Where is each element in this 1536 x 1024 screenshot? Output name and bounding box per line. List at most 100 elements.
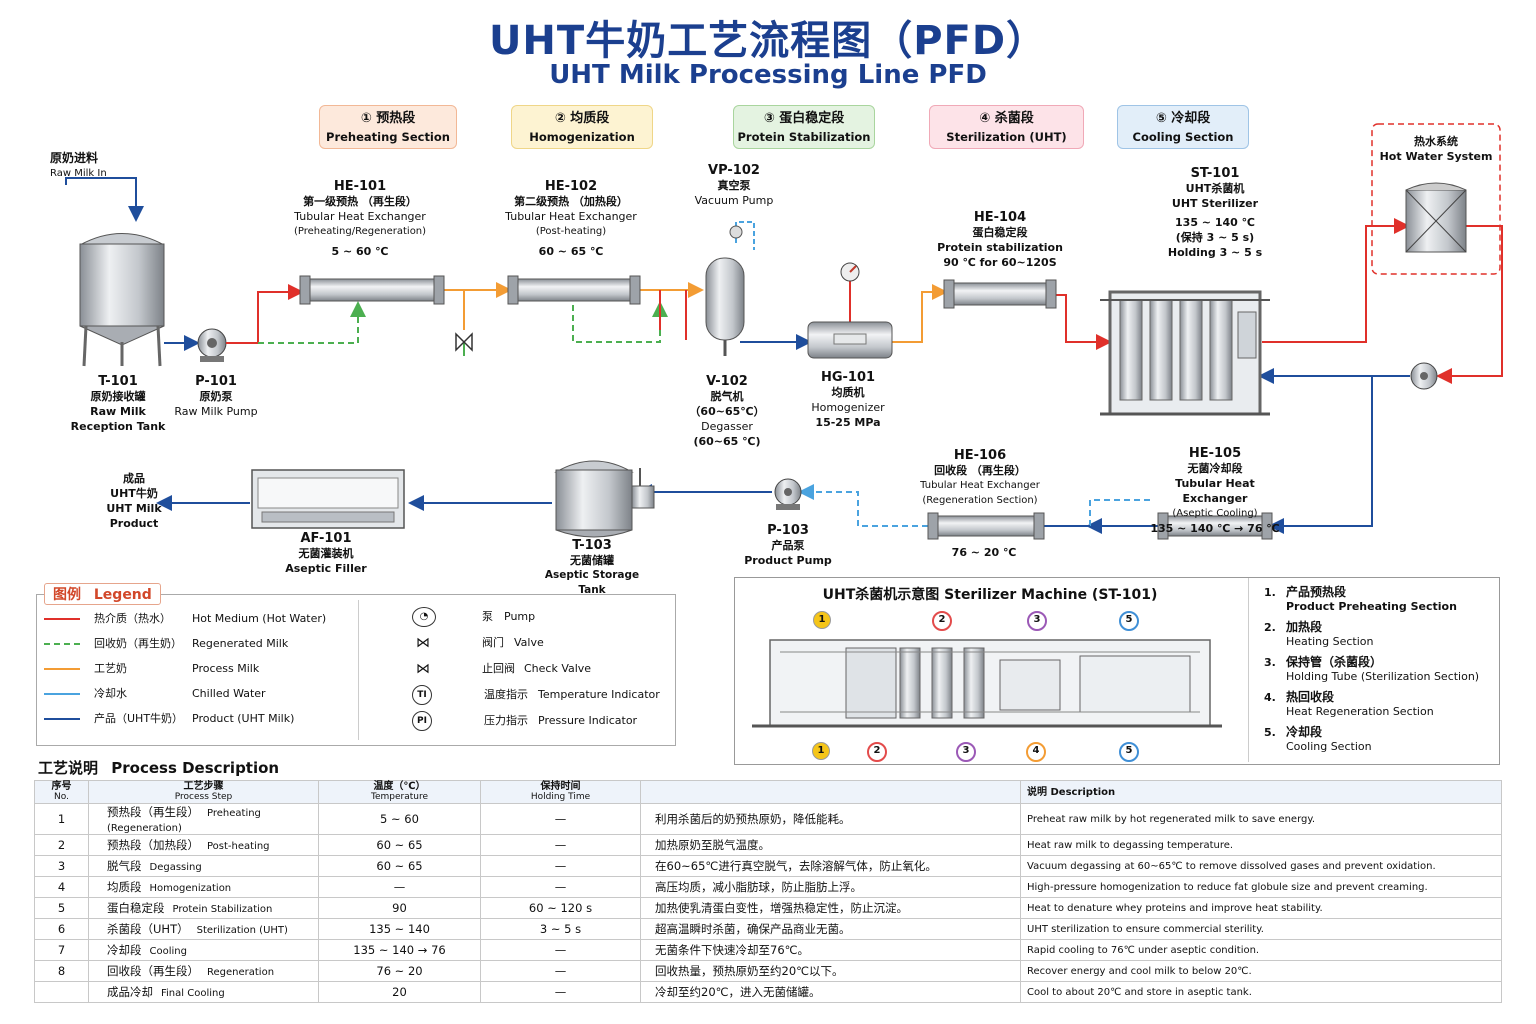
- row-step: 杀菌段（UHT）Sterilization (UHT): [88, 918, 319, 940]
- row-step-cn: 蛋白稳定段: [107, 901, 165, 915]
- legend-line-samples: [44, 618, 80, 720]
- marker-5-top: 5: [1119, 611, 1139, 631]
- legend-cn: 工艺奶: [94, 662, 127, 675]
- p103-en: Product Pump: [744, 554, 832, 567]
- he106-en1: Tubular Heat Exchanger: [920, 480, 1040, 491]
- marker-2-top: 2: [932, 611, 952, 631]
- marker-3-bottom: 3: [956, 742, 976, 762]
- he106-tag: HE-106: [953, 448, 1007, 463]
- af101-tag: AF-101: [300, 531, 352, 546]
- row-step-en: Cooling: [149, 946, 187, 957]
- section-cn: ③ 蛋白稳定段: [763, 111, 845, 126]
- row-temp: 90: [318, 897, 481, 919]
- p101-en: Raw Milk Pump: [174, 405, 258, 418]
- he102-label: HE-102 第二级预热 （加热段） Tubular Heat Exchange…: [494, 179, 648, 259]
- row-step-cn: 预热段（加热段）: [107, 838, 199, 852]
- p101-label: P-101 原奶泵 Raw Milk Pump: [170, 374, 262, 419]
- legend-symbol-cn: 止回阀: [482, 662, 515, 675]
- row-hold: —: [480, 855, 641, 877]
- he104-cn: 蛋白稳定段: [972, 226, 1028, 239]
- page-title: UHT牛奶工艺流程图（PFD）: [488, 18, 1048, 64]
- row-temp: 5 ~ 60: [318, 803, 481, 835]
- header-hold-cn: 保持时间: [540, 781, 581, 792]
- heat-exchanger-he104: [943, 279, 1057, 309]
- item-cn: 产品预热段: [1286, 585, 1347, 599]
- he101-label: HE-101 第一级预热 （再生段） Tubular Heat Exchange…: [282, 179, 438, 259]
- section-en: Preheating Section: [326, 130, 450, 144]
- sterilizer-machine-sketch: [752, 639, 1222, 728]
- he104-label: HE-104 蛋白稳定段 Protein stabilization 90 ℃ …: [936, 210, 1064, 270]
- row-no: [34, 981, 89, 1003]
- legend-divider: [358, 600, 359, 740]
- row-temp: 76 ~ 20: [318, 960, 481, 982]
- legend-symbol-cn: 压力指示: [484, 714, 528, 727]
- hot-water-system-label: 热水系统 Hot Water System: [1378, 134, 1494, 164]
- heat-exchanger-he106: [927, 512, 1045, 540]
- heat-exchanger-he102: [507, 275, 641, 305]
- raw-milk-in-line: [65, 177, 144, 222]
- v102-label: V-102 脱气机 （60~65℃） Degasser (60~65 ℃): [674, 374, 780, 449]
- section-en: Protein Stabilization: [737, 130, 871, 144]
- row-hold: —: [480, 803, 641, 835]
- row-desc-en: Heat raw milk to degassing temperature.: [1020, 834, 1502, 856]
- af101-label: AF-101 无菌灌装机 Aseptic Filler: [280, 531, 372, 576]
- process-heading-en: Process Description: [111, 759, 280, 777]
- row-step-cn: 杀菌段（UHT）: [107, 922, 189, 936]
- legend-en: Hot Medium (Hot Water): [192, 612, 327, 625]
- he101-en1: Tubular Heat Exchanger: [294, 210, 426, 223]
- row-hold: 60 ~ 120 s: [480, 897, 641, 919]
- marker-5-bottom: 5: [1119, 742, 1139, 762]
- p101-cn: 原奶泵: [199, 390, 233, 403]
- legend-title-en: Legend: [93, 587, 152, 603]
- row-hold: —: [480, 939, 641, 961]
- section-homogenization: ② 均质段 Homogenization: [511, 105, 653, 149]
- header-temp-en: Temperature: [370, 792, 428, 802]
- row-temp: 135 ~ 140: [318, 918, 481, 940]
- degasser-v102: [705, 225, 745, 356]
- row-desc-en: UHT sterilization to ensure commercial s…: [1020, 918, 1502, 940]
- row-step-en: Regeneration: [207, 967, 275, 978]
- vp102-en: Vacuum Pump: [694, 194, 774, 207]
- legend-box: [36, 594, 676, 746]
- legend-symbol-en: Pump: [504, 610, 536, 623]
- aseptic-filler-af101: [251, 469, 405, 529]
- homogenizer-hg101: [807, 262, 893, 359]
- item-cn: 热回收段: [1286, 690, 1335, 704]
- hg101-pressure: 15-25 MPa: [815, 416, 881, 429]
- he102-en1: Tubular Heat Exchanger: [505, 210, 637, 223]
- v102-tag: V-102: [706, 374, 748, 389]
- item-cn: 冷却段: [1286, 725, 1323, 739]
- he102-temp: 60 ~ 65 ℃: [538, 245, 604, 258]
- item-number: 1.: [1264, 586, 1276, 599]
- item-en: Holding Tube (Sterilization Section): [1286, 670, 1480, 683]
- row-no: 1: [34, 803, 89, 835]
- raw-milk-in-cn: 原奶进料: [50, 151, 99, 165]
- sterilizer-panel-title: UHT杀菌机示意图 Sterilizer Machine (ST-101): [822, 587, 1158, 603]
- process-heading-cn: 工艺说明: [38, 759, 99, 777]
- st101-hold-en: Holding 3 ~ 5 s: [1167, 246, 1263, 259]
- header-desc: 说明 Description: [1020, 780, 1502, 804]
- legend-symbol-en: Pressure Indicator: [538, 714, 638, 727]
- st101-hold-cn: (保持 3 ~ 5 s): [1175, 231, 1255, 244]
- he101-temp: 5 ~ 60 ℃: [331, 245, 389, 258]
- header-step-cn: 工艺步骤: [183, 781, 224, 792]
- vp102-cn: 真空泵: [717, 179, 751, 192]
- pump-icon: ◔: [412, 607, 436, 627]
- st101-cn: UHT杀菌机: [1185, 182, 1245, 195]
- row-temp: 60 ~ 65: [318, 855, 481, 877]
- hot-water-system: [1371, 123, 1501, 275]
- heat-exchanger-he105: [1157, 512, 1273, 540]
- check-valve-icon: ⋈: [416, 661, 430, 677]
